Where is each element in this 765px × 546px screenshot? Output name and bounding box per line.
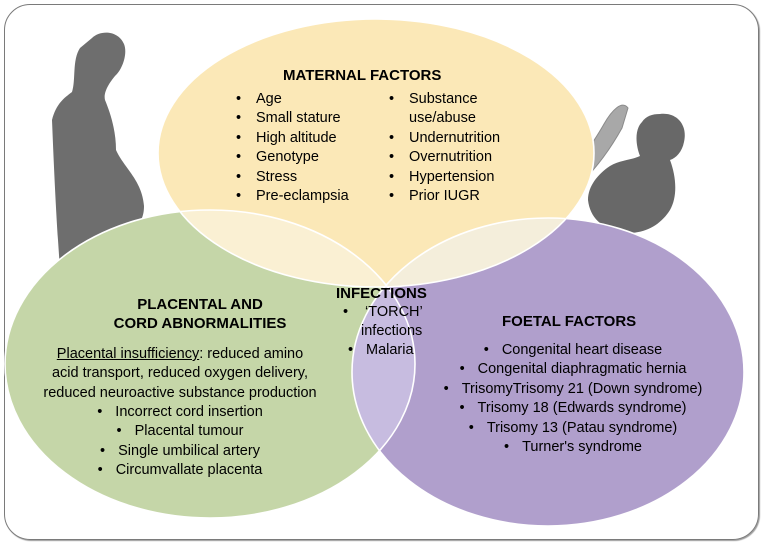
bullet: • bbox=[348, 342, 354, 358]
placental-title: PLACENTAL AND CORD ABNORMALITIES bbox=[60, 295, 340, 334]
maternal-circle-outline bbox=[157, 18, 595, 288]
maternal-title: MATERNAL FACTORS bbox=[283, 67, 442, 84]
placental-item: Circumvallate placenta bbox=[10, 461, 350, 480]
maternal-right-item: Prior IUGR bbox=[387, 187, 547, 207]
placental-insufficiency-text-3: reduced neuroactive substance production bbox=[43, 384, 317, 401]
maternal-right-item: Overnutrition bbox=[387, 148, 547, 168]
foetal-list: Congenital heart diseaseCongenital diaph… bbox=[398, 341, 748, 457]
maternal-left-item: Genotype bbox=[234, 148, 384, 168]
bullet: • bbox=[343, 304, 349, 320]
infections-item-1: infections bbox=[361, 323, 423, 339]
placental-insufficiency-text-1: : reduced amino bbox=[199, 346, 304, 362]
placental-title-line2: CORD ABNORMALITIES bbox=[113, 315, 287, 333]
infections-item-0: ‘TORCH’ bbox=[365, 304, 423, 320]
maternal-left-item: High altitude bbox=[234, 129, 384, 149]
placental-list: Incorrect cord insertionPlacental tumour… bbox=[10, 403, 350, 481]
infections-title: INFECTIONS bbox=[336, 285, 427, 302]
maternal-left-item: Pre-eclampsia bbox=[234, 187, 384, 207]
placental-item: Placental tumour bbox=[10, 422, 350, 441]
pregnant-woman-silhouette-icon bbox=[52, 32, 144, 270]
foetal-item: TrisomyTrisomy 21 (Down syndrome) bbox=[398, 380, 748, 399]
foetal-item: Trisomy 18 (Edwards syndrome) bbox=[398, 399, 748, 418]
diagram-frame bbox=[4, 4, 759, 540]
maternal-right-item: Undernutrition bbox=[387, 129, 547, 149]
placental-item: Single umbilical artery bbox=[10, 442, 350, 461]
maternal-left-item: Small stature bbox=[234, 109, 384, 129]
foetal-item: Turner's syndrome bbox=[398, 438, 748, 457]
maternal-left-item: Age bbox=[234, 90, 384, 110]
placental-insufficiency: Placental insufficiency: reduced amino a… bbox=[10, 345, 350, 403]
maternal-left-item: Stress bbox=[234, 168, 384, 188]
foetal-item: Congenital heart disease bbox=[398, 341, 748, 360]
foetal-item: Trisomy 13 (Patau syndrome) bbox=[398, 419, 748, 438]
placental-insufficiency-text-2: acid transport, reduced oxygen delivery, bbox=[51, 365, 309, 382]
placental-item: Incorrect cord insertion bbox=[10, 403, 350, 422]
foetal-title: FOETAL FACTORS bbox=[502, 313, 637, 330]
maternal-list-right: Substanceuse/abuseUndernutritionOvernutr… bbox=[387, 90, 547, 207]
maternal-list-left: AgeSmall statureHigh altitudeGenotypeStr… bbox=[234, 90, 384, 207]
placental-insufficiency-label: Placental insufficiency bbox=[56, 346, 200, 362]
foetal-item: Congenital diaphragmatic hernia bbox=[398, 360, 748, 379]
maternal-right-item: Hypertension bbox=[387, 168, 547, 188]
placental-title-line1: PLACENTAL AND bbox=[137, 296, 263, 313]
